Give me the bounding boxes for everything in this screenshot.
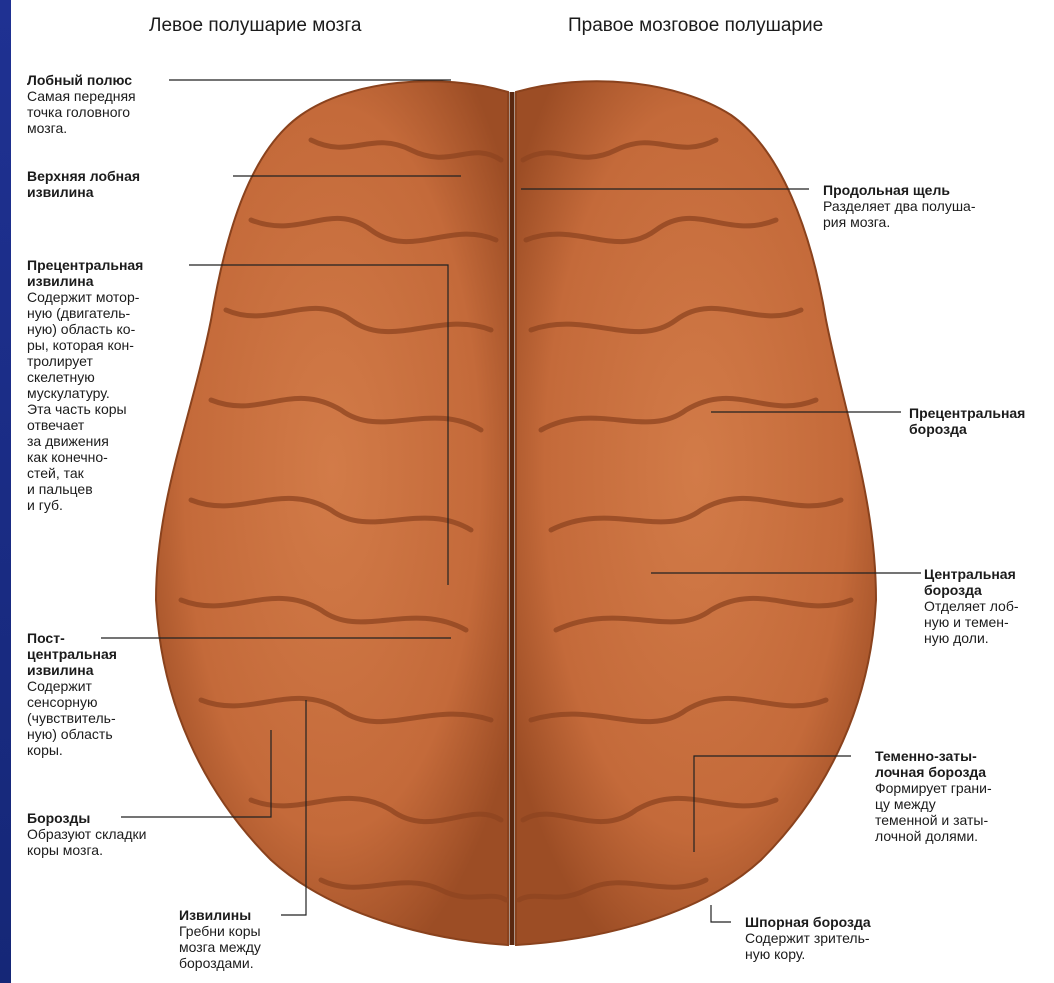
label-longitudinal-fissure: Продольная щель Разделяет два полуша- ри…: [823, 182, 1033, 230]
label-frontal-pole: Лобный полюс Самая передняя точка головн…: [27, 72, 177, 136]
label-superior-frontal-gyrus: Верхняя лобная извилина: [27, 168, 177, 200]
label-precentral-gyrus: Прецентральная извилина Содержит мотор- …: [27, 257, 177, 513]
label-central-sulcus: Центральная борозда Отделяет лоб- ную и …: [924, 566, 1049, 646]
label-sulci: Борозды Образуют складки коры мозга.: [27, 810, 187, 858]
label-parieto-occipital-sulcus: Теменно-заты- лочная борозда Формирует г…: [875, 748, 1050, 844]
illustration-panel: Левое полушарие мозга Правое мозговое по…: [11, 0, 1054, 983]
label-postcentral-gyrus: Пост- центральная извилина Содержит сенс…: [27, 630, 167, 758]
label-gyri: Извилины Гребни коры мозга между борозда…: [179, 907, 289, 971]
label-precentral-sulcus: Прецентральная борозда: [909, 405, 1049, 437]
label-calcarine-sulcus: Шпорная борозда Содержит зритель- ную ко…: [745, 914, 920, 962]
